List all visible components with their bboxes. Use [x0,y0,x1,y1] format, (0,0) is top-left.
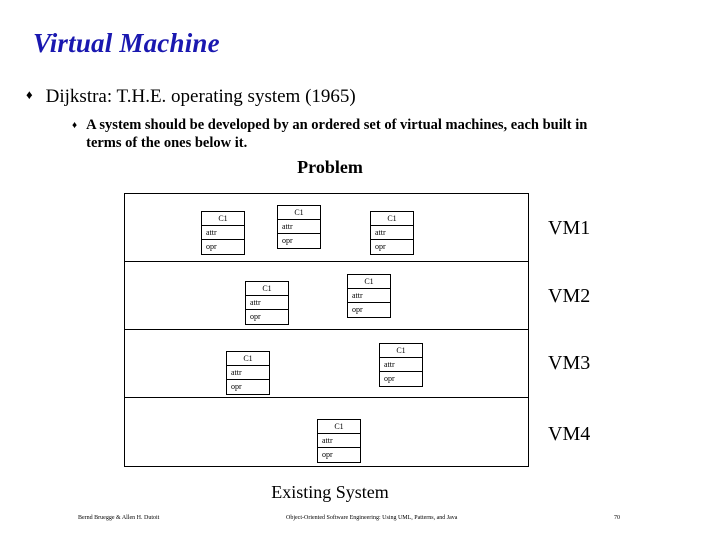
bullet-level1-text: Dijkstra: T.H.E. operating system (1965) [45,86,356,107]
vm-label-vm1: VM1 [548,217,591,239]
uml-class-attributes: attr [202,226,244,240]
bullet-level2-text: A system should be developed by an order… [86,117,588,151]
vm-label-vm2: VM2 [548,285,591,307]
uml-class-operations: opr [206,242,217,251]
uml-class-name: C1 [371,212,413,226]
uml-class-name: C1 [278,206,320,220]
uml-class-attributes: attr [278,220,320,234]
uml-class-name: C1 [246,282,288,296]
layer-row-vm1: C1 attr opr C1 attr opr C1 attr opr [125,194,528,262]
uml-class-attributes: attr [227,366,269,380]
problem-label: Problem [297,157,363,177]
uml-class-box: C1 attr opr [370,211,414,255]
uml-class-attributes: attr [348,289,390,303]
layer-row-vm4: C1 attr opr [125,398,528,465]
uml-class-attributes: attr [371,226,413,240]
uml-class-box: C1 attr opr [379,343,423,387]
footer-authors: Bernd Bruegge & Allen H. Dutoit [78,515,160,521]
uml-class-operations: opr [250,312,261,321]
uml-class-name: C1 [380,344,422,358]
bullet-item-level2: ♦ A system should be developed by an ord… [72,117,602,152]
footer-book-title: Object-Oriented Software Engineering: Us… [286,515,458,521]
diamond-bullet-icon: ♦ [26,87,33,102]
uml-class-attributes: attr [318,434,360,448]
uml-class-box: C1 attr opr [226,351,270,395]
uml-class-operations: opr [384,374,395,383]
uml-class-name: C1 [348,275,390,289]
uml-class-name: C1 [202,212,244,226]
uml-class-attributes: attr [246,296,288,310]
uml-class-operations: opr [322,450,333,459]
uml-class-box: C1 attr opr [347,274,391,318]
uml-class-name: C1 [227,352,269,366]
uml-class-attributes: attr [380,358,422,372]
uml-class-box: C1 attr opr [201,211,245,255]
layer-row-vm2: C1 attr opr C1 attr opr [125,262,528,330]
virtual-machine-layer-diagram: C1 attr opr C1 attr opr C1 attr opr C1 a… [124,193,529,467]
uml-class-operations: opr [282,236,293,245]
uml-class-operations: opr [352,305,363,314]
vm-label-vm4: VM4 [548,423,591,445]
existing-system-label: Existing System [271,482,389,502]
uml-class-box: C1 attr opr [245,281,289,325]
uml-class-name: C1 [318,420,360,434]
uml-class-operations: opr [375,242,386,251]
bullet-item-level1: ♦ Dijkstra: T.H.E. operating system (196… [26,85,666,108]
uml-class-operations: opr [231,382,242,391]
diamond-bullet-small-icon: ♦ [72,120,78,131]
uml-class-box: C1 attr opr [317,419,361,463]
page-title: Virtual Machine [33,28,220,58]
vm-label-vm3: VM3 [548,352,591,374]
uml-class-box: C1 attr opr [277,205,321,249]
footer-page-number: 70 [614,515,620,521]
layer-row-vm3: C1 attr opr C1 attr opr [125,330,528,398]
